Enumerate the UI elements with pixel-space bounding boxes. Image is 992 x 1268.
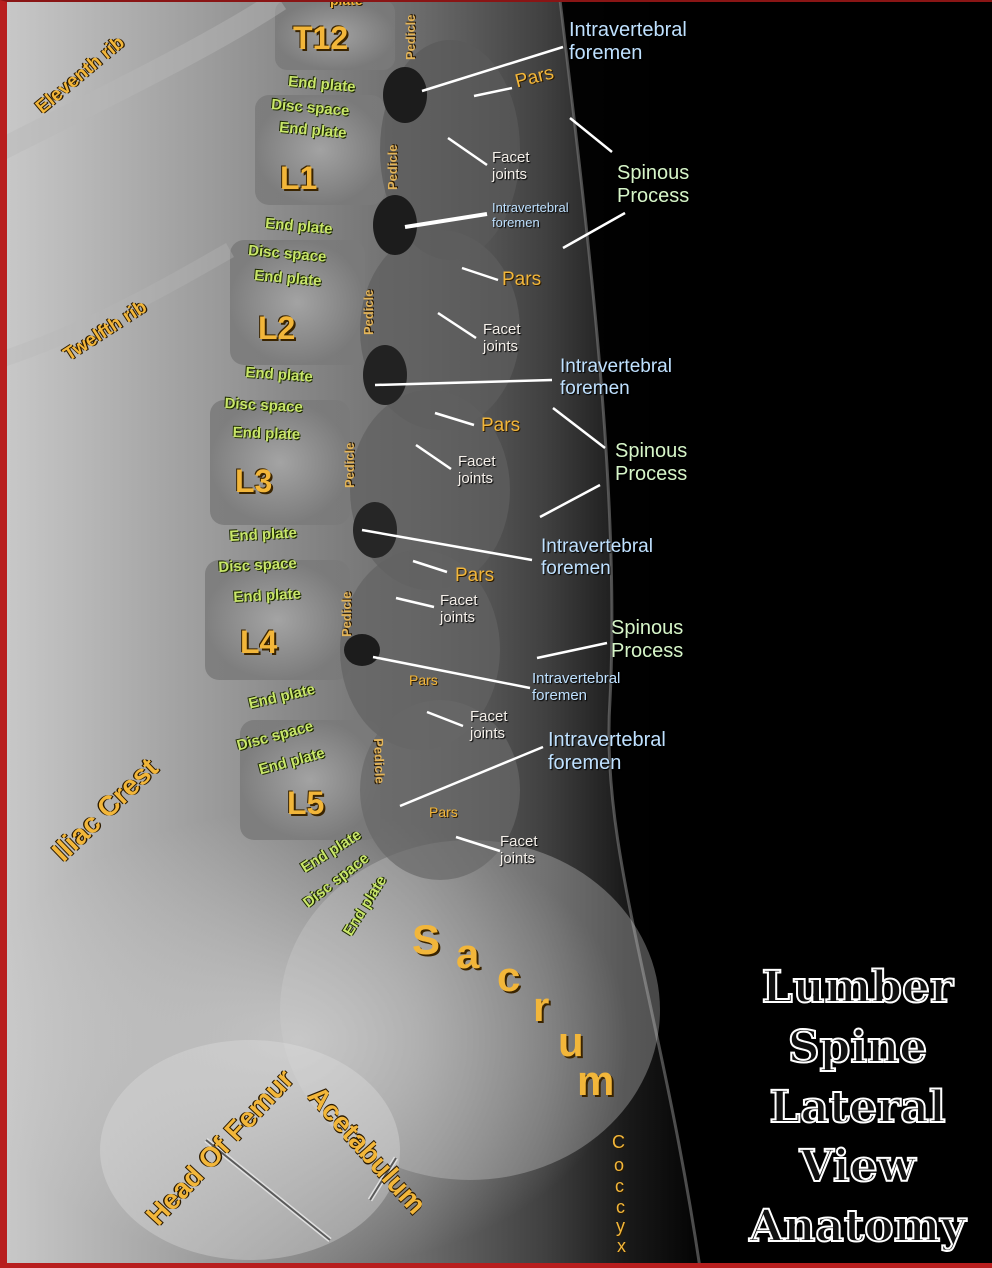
title-line: Lateral <box>768 1081 946 1134</box>
label-pars: Pars <box>455 565 495 586</box>
label-l1: L1 <box>280 160 318 196</box>
sacrum-letter: S <box>412 916 441 963</box>
label-pedicle: Pedicle <box>385 144 400 190</box>
coccyx-letter: x <box>617 1236 626 1256</box>
label-end-plate: End plate <box>233 585 302 606</box>
label-pedicle: Pedicle <box>339 591 354 637</box>
label-pars: Pars <box>481 415 521 436</box>
coccyx-letter: c <box>616 1197 625 1217</box>
label-l2: L2 <box>258 310 296 346</box>
label-top-plate: plate <box>330 0 363 8</box>
sacrum-letter: m <box>577 1057 615 1104</box>
label-pedicle: Pedicle <box>342 442 357 488</box>
label-end-plate: End plate <box>232 424 301 444</box>
label-pars: Pars <box>429 804 458 820</box>
title-line: View <box>799 1140 917 1193</box>
sacrum-letter: a <box>456 930 480 977</box>
label-pedicle: Pedicle <box>403 14 418 60</box>
label-pedicle: Pedicle <box>371 737 388 784</box>
label-l5: L5 <box>287 785 325 821</box>
title-line: Anatomy <box>748 1200 966 1253</box>
figure-title: Lumber Spine Lateral View Anatomy <box>745 958 970 1257</box>
label-t12: T12 <box>293 20 349 56</box>
label-end-plate: End plate <box>229 524 298 545</box>
coccyx-letter: c <box>615 1176 624 1196</box>
coccyx-letter: o <box>614 1155 625 1175</box>
label-pedicle: Pedicle <box>361 289 376 335</box>
label-pars: Pars <box>502 269 542 290</box>
coccyx-letter: C <box>612 1132 625 1152</box>
label-pars: Pars <box>409 672 438 688</box>
label-l4: L4 <box>240 624 278 660</box>
sacrum-letter: c <box>497 953 521 1000</box>
title-line: Spine <box>787 1021 928 1074</box>
title-line: Lumber <box>761 961 954 1014</box>
coccyx-letter: y <box>616 1216 625 1236</box>
sacrum-letter: u <box>558 1018 584 1065</box>
label-l3: L3 <box>235 463 273 499</box>
sacrum-letter: r <box>533 983 550 1030</box>
